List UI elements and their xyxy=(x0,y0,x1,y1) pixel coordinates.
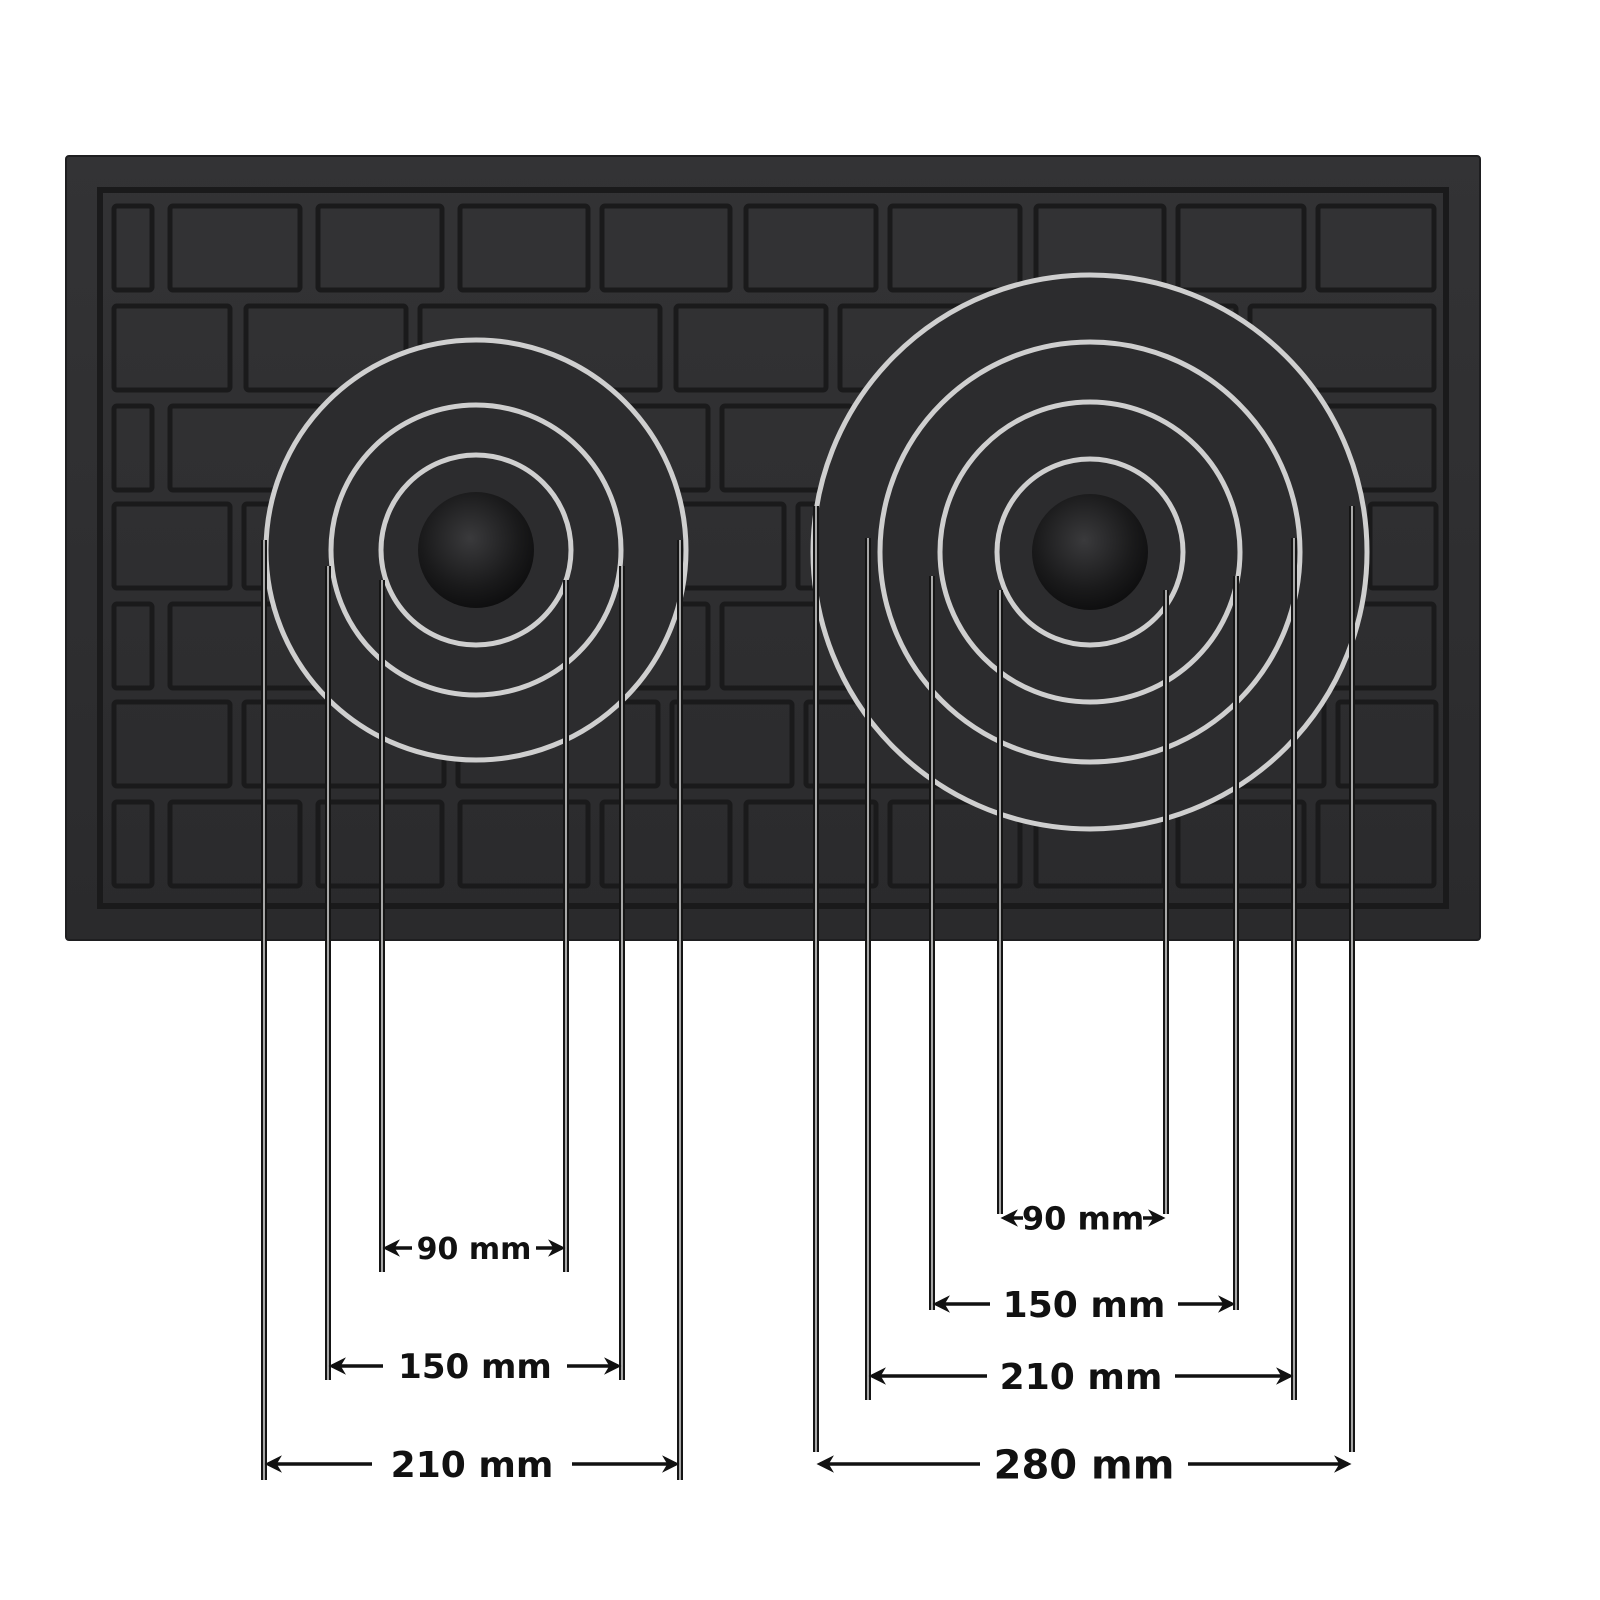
brick-groove xyxy=(1367,501,1439,591)
brick-groove xyxy=(111,403,155,493)
brick-groove xyxy=(673,303,829,393)
dimension-label: 280 mm xyxy=(994,1442,1175,1488)
brick-groove xyxy=(669,699,795,789)
left-burner xyxy=(263,337,689,763)
brick-groove xyxy=(1175,203,1307,293)
right-burner xyxy=(810,272,1370,832)
burner-hub xyxy=(418,492,534,608)
brick-groove xyxy=(315,203,445,293)
brick-groove xyxy=(167,203,303,293)
brick-groove xyxy=(599,799,733,889)
brick-groove xyxy=(111,799,155,889)
brick-groove xyxy=(887,799,1023,889)
right-burner-dimensions: 90 mm 150 mm 210 mm 280 mm xyxy=(813,506,1355,1488)
brick-groove xyxy=(111,699,233,789)
brick-groove xyxy=(111,601,155,691)
dimension-label: 150 mm xyxy=(1003,1285,1166,1326)
brick-groove xyxy=(167,799,303,889)
brick-groove xyxy=(887,203,1023,293)
brick-groove xyxy=(1315,799,1437,889)
brick-groove xyxy=(111,303,233,393)
brick-groove xyxy=(1315,203,1437,293)
brick-groove xyxy=(457,799,591,889)
dimension-label: 90 mm xyxy=(417,1232,532,1267)
dimension-label: 210 mm xyxy=(391,1445,554,1486)
burner-hub xyxy=(1032,494,1148,610)
brick-groove xyxy=(1335,699,1439,789)
brick-groove xyxy=(743,799,879,889)
brick-groove xyxy=(743,203,879,293)
brick-groove xyxy=(243,303,409,393)
brick-groove xyxy=(111,203,155,293)
brick-groove xyxy=(1175,799,1307,889)
dimension-label: 150 mm xyxy=(398,1347,552,1387)
brick-groove xyxy=(111,501,233,591)
dimension-label: 210 mm xyxy=(1000,1357,1163,1398)
dimension-label: 90 mm xyxy=(1022,1200,1144,1238)
brick-groove xyxy=(457,203,591,293)
left-burner-dimensions: 90 mm 150 mm 210 mm xyxy=(261,540,683,1486)
brick-groove xyxy=(599,203,733,293)
